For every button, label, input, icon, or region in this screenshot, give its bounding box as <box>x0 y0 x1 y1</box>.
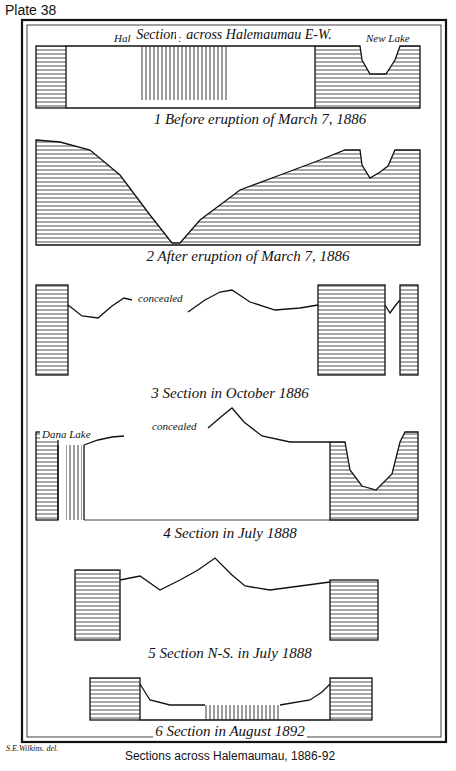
crater-profile <box>36 140 420 245</box>
wall-block <box>400 285 418 375</box>
base-line <box>140 719 330 720</box>
wall-block <box>36 285 68 375</box>
wall-line <box>57 445 58 520</box>
wall-block <box>318 285 385 375</box>
section-caption: 6 Section in August 1892 <box>153 723 307 740</box>
wall-block <box>90 678 140 720</box>
title: Sections across Halemaumau E-W. <box>134 27 334 42</box>
lava-lake <box>205 705 280 720</box>
plate-number: Plate 38 <box>3 3 58 18</box>
section-caption: 1 Before eruption of March 7, 1886 <box>152 111 369 128</box>
signature: S.E.Wilkins. del. <box>4 745 60 754</box>
sections <box>22 20 446 742</box>
crater-profile <box>208 408 330 442</box>
section-caption: 5 Section N-S. in July 1888 <box>146 645 313 662</box>
concealed-label: concealed <box>136 292 185 304</box>
concealed-label: concealed <box>150 420 199 432</box>
lava-lake <box>140 46 228 100</box>
section-caption: 2 After eruption of March 7, 1886 <box>145 248 352 265</box>
crater-profile <box>68 298 132 318</box>
base-line <box>84 520 330 521</box>
wall-block <box>75 570 120 640</box>
lake-label: New Lake <box>364 32 412 44</box>
crater-profile <box>140 684 330 705</box>
wall-block <box>330 678 372 720</box>
wall-block <box>330 580 378 640</box>
dana-lake-column <box>66 445 82 520</box>
wall-block <box>330 432 418 520</box>
section-caption: 3 Section in October 1886 <box>149 385 310 402</box>
wall-block <box>36 46 66 108</box>
frame-inner <box>27 25 441 737</box>
lake-label: Hal <box>112 32 133 44</box>
wall-line <box>83 445 84 520</box>
frame-outer <box>22 20 446 742</box>
wall-block <box>315 46 420 108</box>
wall-block <box>36 432 58 520</box>
crater-profile <box>188 290 318 312</box>
mark: : <box>176 32 184 44</box>
section-caption: 4 Section in July 1888 <box>161 525 298 542</box>
lake-label: Dana Lake <box>40 428 93 440</box>
caption: Sections across Halemaumau, 1886-92 <box>123 750 337 763</box>
base-line <box>66 107 315 108</box>
crater-profile <box>385 300 400 313</box>
crater-profile <box>120 558 330 590</box>
